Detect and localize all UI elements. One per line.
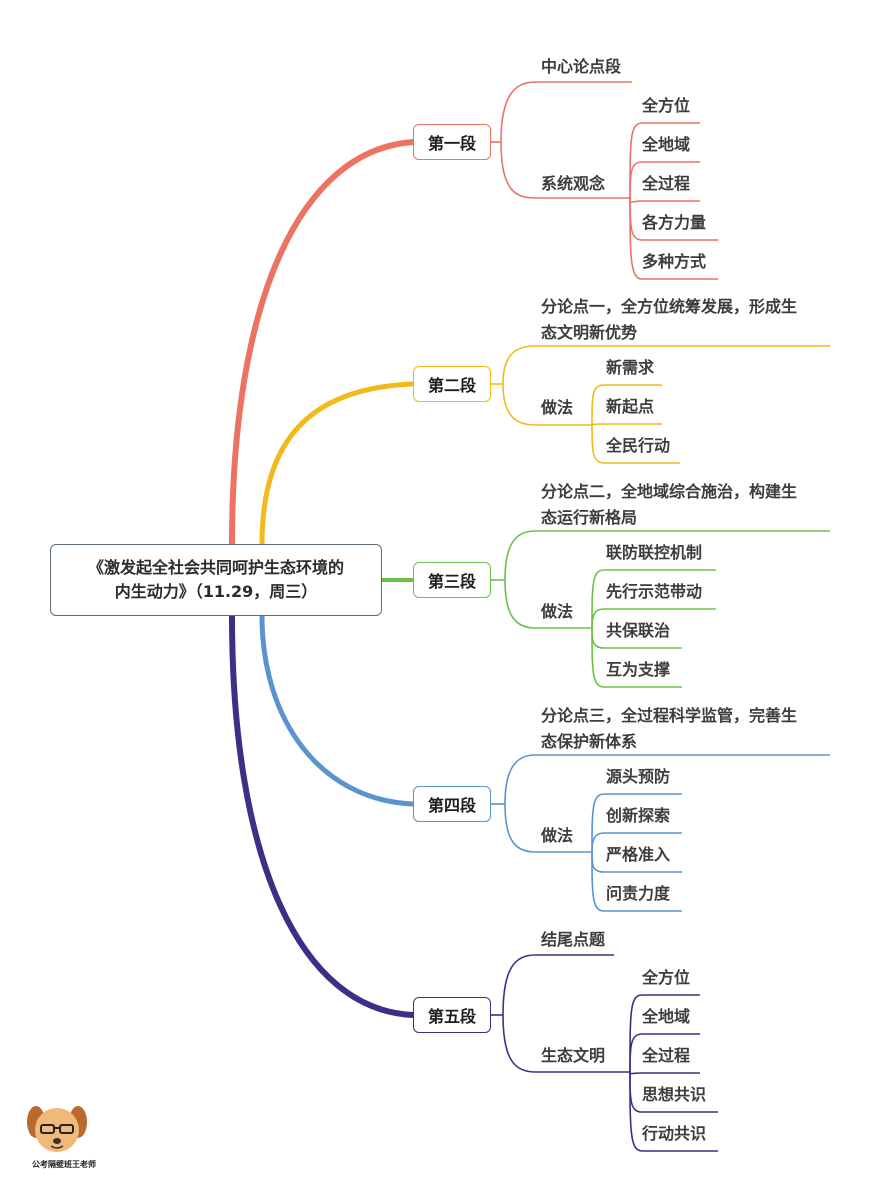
s4-topic-line1: 分论点三，全过程科学监管，完善生: [541, 706, 798, 725]
s2-topic[interactable]: 分论点一，全方位统筹发展，形成生 态文明新优势: [541, 294, 797, 346]
s1-item-4[interactable]: 各方力量: [642, 213, 707, 232]
section-3-node[interactable]: 第三段: [413, 562, 491, 598]
s5-item-1[interactable]: 全方位: [642, 968, 691, 987]
s1-topic[interactable]: 中心论点段: [541, 57, 622, 76]
branch-s4: [259, 613, 416, 807]
s3-topic[interactable]: 分论点二，全地域综合施治，构建生 态运行新格局: [541, 479, 797, 531]
dog-logo-icon: [27, 1106, 87, 1152]
s3-item-4[interactable]: 互为支撑: [606, 660, 671, 679]
s2-item-3[interactable]: 全民行动: [606, 436, 671, 455]
s5-item-5[interactable]: 行动共识: [642, 1124, 707, 1143]
s5-links: [491, 954, 718, 1152]
s1-sub[interactable]: 系统观念: [541, 174, 606, 193]
section-5-node[interactable]: 第五段: [413, 997, 491, 1033]
root-topic[interactable]: 《激发起全社会共同呵护生态环境的 内生动力》（11.29，周三）: [50, 544, 382, 616]
root-title-line2: 内生动力》（11.29，周三）: [114, 582, 318, 601]
s4-links: [491, 754, 830, 912]
root-title-line1: 《激发起全社会共同呵护生态环境的: [87, 558, 344, 577]
s4-sub[interactable]: 做法: [541, 826, 574, 845]
s3-topic-line2: 态运行新格局: [541, 508, 638, 527]
s2-sub[interactable]: 做法: [541, 398, 574, 417]
s4-item-2[interactable]: 创新探索: [606, 806, 671, 825]
branch-s2: [259, 381, 416, 547]
s2-links: [491, 345, 830, 464]
s2-topic-line1: 分论点一，全方位统筹发展，形成生: [541, 297, 798, 316]
s1-item-1[interactable]: 全方位: [642, 96, 691, 115]
s1-item-3[interactable]: 全过程: [642, 174, 691, 193]
s2-item-1[interactable]: 新需求: [606, 358, 655, 377]
s2-topic-line2: 态文明新优势: [541, 323, 638, 342]
s3-topic-line1: 分论点二，全地域综合施治，构建生: [541, 482, 798, 501]
s2-item-2[interactable]: 新起点: [606, 397, 655, 416]
section-4-node[interactable]: 第四段: [413, 786, 491, 822]
s1-item-2[interactable]: 全地域: [642, 135, 691, 154]
s4-topic-line2: 态保护新体系: [541, 732, 638, 751]
s3-item-2[interactable]: 先行示范带动: [606, 582, 703, 601]
s1-links: [491, 81, 718, 280]
s4-topic[interactable]: 分论点三，全过程科学监管，完善生 态保护新体系: [541, 703, 797, 755]
s3-sub[interactable]: 做法: [541, 602, 574, 621]
s5-sub[interactable]: 生态文明: [541, 1046, 606, 1065]
s4-item-1[interactable]: 源头预防: [606, 767, 671, 786]
s5-item-3[interactable]: 全过程: [642, 1046, 691, 1065]
s5-item-4[interactable]: 思想共识: [642, 1085, 707, 1104]
s5-item-2[interactable]: 全地域: [642, 1007, 691, 1026]
s3-item-1[interactable]: 联防联控机制: [606, 543, 703, 562]
branch-s5: [229, 613, 416, 1018]
section-2-node[interactable]: 第二段: [413, 366, 491, 402]
branch-s1: [229, 139, 416, 547]
s5-topic[interactable]: 结尾点题: [541, 930, 606, 949]
section-1-node[interactable]: 第一段: [413, 124, 491, 160]
s3-links: [491, 530, 830, 688]
s4-item-3[interactable]: 严格准入: [606, 845, 671, 864]
logo-caption: 公考隔壁班王老师: [32, 1160, 96, 1169]
s1-item-5[interactable]: 多种方式: [642, 252, 707, 271]
s3-item-3[interactable]: 共保联治: [606, 621, 671, 640]
s4-item-4[interactable]: 问责力度: [606, 884, 671, 903]
